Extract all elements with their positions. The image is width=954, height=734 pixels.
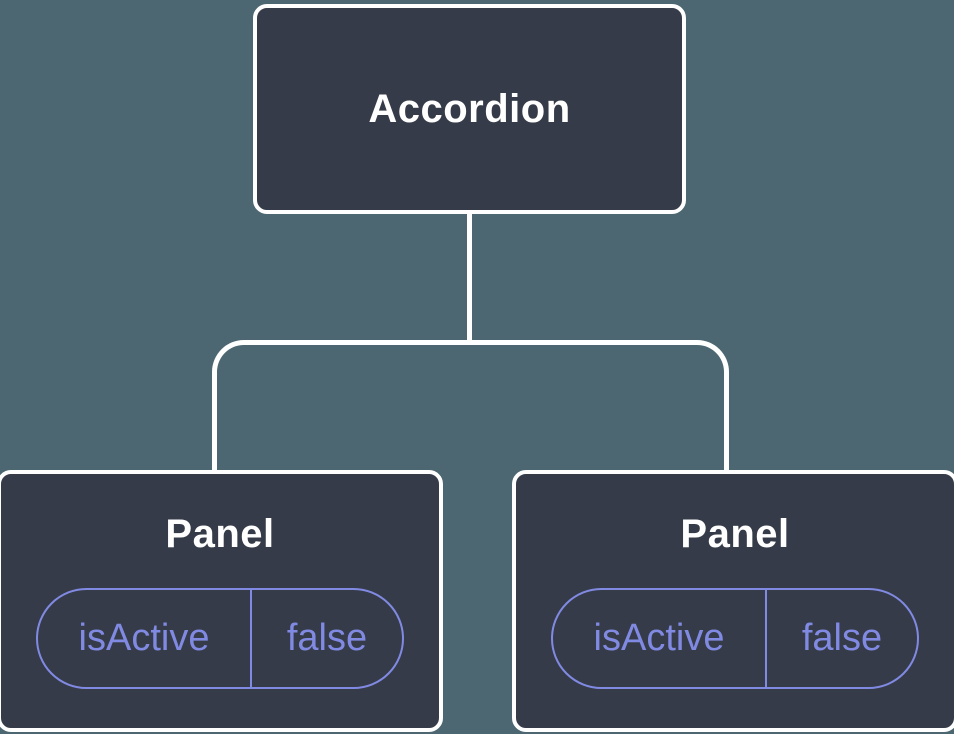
state-value: false — [286, 617, 368, 659]
state-name: isActive — [38, 590, 252, 687]
panel-node-2-state-pill: isActive false — [551, 588, 919, 689]
panel-node-2: Panel isActive false — [512, 470, 954, 732]
panel-node-1-state-pill: isActive false — [36, 588, 404, 689]
connector-stem — [467, 214, 472, 342]
state-name: isActive — [553, 590, 767, 687]
root-node-accordion: Accordion — [253, 4, 686, 214]
state-value: false — [801, 617, 883, 659]
panel-node-1-label: Panel — [165, 512, 275, 556]
panel-node-1: Panel isActive false — [0, 470, 443, 732]
connector-branch — [212, 340, 729, 471]
panel-node-2-label: Panel — [680, 512, 790, 556]
root-node-label: Accordion — [368, 86, 571, 131]
